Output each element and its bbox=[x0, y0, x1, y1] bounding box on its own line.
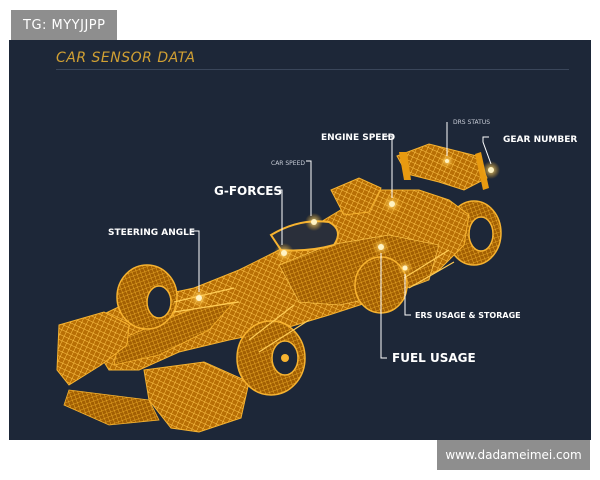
sensor-points bbox=[189, 153, 500, 308]
car-diagram: ENGINE SPEED DRS STATUS GEAR NUMBER CAR … bbox=[56, 119, 577, 433]
site-footer-tag: www.dadameimei.com bbox=[437, 440, 590, 470]
label-car-speed: CAR SPEED bbox=[271, 160, 305, 167]
label-gear-number: GEAR NUMBER bbox=[503, 135, 577, 145]
label-g-forces: G-FORCES bbox=[214, 184, 282, 198]
leader-lines bbox=[191, 122, 492, 359]
label-drs-status: DRS STATUS bbox=[453, 119, 490, 126]
f1-car-wireframe bbox=[56, 143, 502, 433]
label-engine-speed: ENGINE SPEED bbox=[321, 133, 395, 143]
label-steering-angle: STEERING ANGLE bbox=[108, 228, 195, 238]
label-fuel-usage: FUEL USAGE bbox=[392, 351, 476, 365]
sensor-diagram-panel: CAR SENSOR DATA bbox=[9, 40, 591, 440]
title-divider bbox=[56, 69, 569, 70]
diagram-title: CAR SENSOR DATA bbox=[56, 50, 196, 66]
label-ers-usage: ERS USAGE & STORAGE bbox=[415, 311, 521, 320]
watermark-tag: TG: MYYJJPP bbox=[11, 10, 118, 40]
